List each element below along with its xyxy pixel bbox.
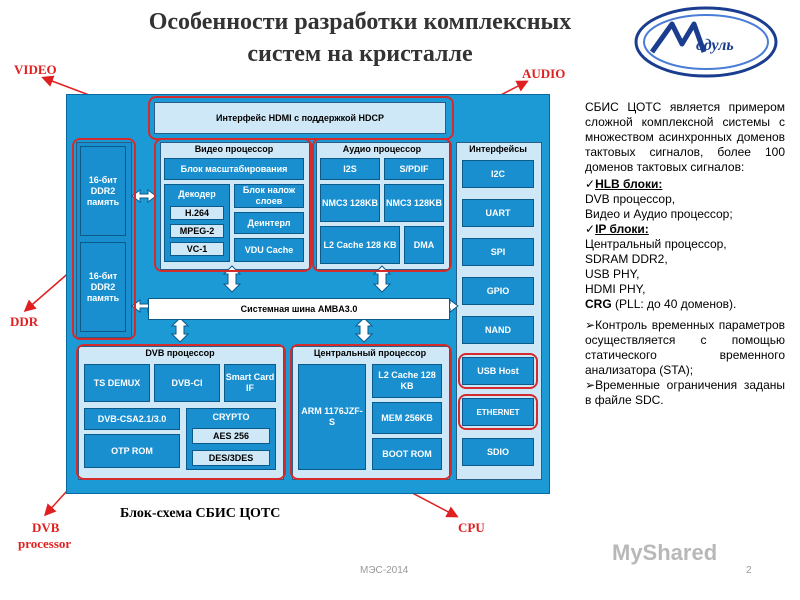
check-icon: ✓	[585, 222, 596, 236]
deinterlace-block: Деинтерл	[234, 212, 304, 234]
nand-block: NAND	[462, 316, 534, 344]
ip-item-1: Центральный процессор,	[585, 237, 727, 251]
video-label: VIDEO	[14, 62, 57, 77]
title-line-1: Особенности разработки комплексных	[148, 9, 572, 35]
crg-text: (PLL: до 40 доменов).	[615, 297, 737, 311]
highlight-ddr	[72, 138, 136, 340]
h264-block: H.264	[170, 206, 224, 220]
sdc-paragraph: Временные ограничения заданы в файле SDC…	[585, 378, 785, 407]
cpu-header: Центральный процессор	[313, 348, 427, 358]
cpu-l2-cache-block: L2 Cache 128 KB	[372, 364, 442, 398]
mpeg2-block: MPEG-2	[170, 224, 224, 238]
nmc3-block-2: NMC3 128KB	[384, 184, 444, 222]
otp-rom-block: OTP ROM	[84, 434, 180, 468]
arm-core-block: ARM 1176JZF-S	[298, 364, 366, 470]
audio-label: AUDIO	[522, 66, 566, 81]
vdu-cache-block: VDU Cache	[234, 238, 304, 262]
vc1-block: VC-1	[170, 242, 224, 256]
audio-l2-cache-block: L2 Cache 128 KB	[320, 226, 400, 264]
title-line-2: систем на кристалле	[247, 41, 473, 67]
mem-block: MEM 256KB	[372, 402, 442, 434]
company-logo: одуль	[632, 4, 780, 80]
overlay-block: Блок налож слоев	[234, 184, 304, 208]
crg-label: CRG	[585, 297, 612, 311]
hlb-item-1: DVB процессор,	[585, 192, 676, 206]
hlb-item-2: Видео и Аудио процессор;	[585, 207, 733, 221]
audio-processor-header: Аудио процессор	[342, 144, 422, 154]
dvb-processor-header: DVB процессор	[145, 348, 215, 358]
cpu-label: CPU	[458, 520, 485, 535]
uart-block: UART	[462, 199, 534, 227]
arrow-bullet-icon: ➢	[585, 318, 596, 332]
watermark: MyShared	[612, 540, 718, 565]
ip-item-3: USB PHY,	[585, 267, 640, 281]
ddr2-memory-top: 16-бит DDR2 память	[80, 146, 126, 236]
svg-text:одуль: одуль	[696, 37, 734, 54]
slide-title: Особенности разработки комплексных систе…	[60, 6, 660, 70]
footer-conference: МЭС-2014	[360, 565, 409, 576]
check-icon: ✓	[585, 177, 596, 191]
i2c-block: I2C	[462, 160, 534, 188]
smart-card-block: Smart Card IF	[224, 364, 276, 402]
interfaces-header: Интерфейсы	[469, 144, 527, 154]
dvb-csa-block: DVB-CSA2.1/3.0	[84, 408, 180, 430]
highlight-audio	[312, 138, 452, 272]
diagram-caption: Блок-схема СБИС ЦОТС	[120, 506, 281, 521]
ip-item-2: SDRAM DDR2,	[585, 252, 668, 266]
des-block: DES/3DES	[192, 450, 270, 466]
scaler-block: Блок масштабирования	[164, 158, 304, 180]
hlb-title: HLB блоки:	[595, 177, 663, 191]
intro-paragraph: СБИС ЦОТС является примером сложной комп…	[585, 100, 785, 174]
ethernet-block: ETHERNET	[462, 398, 534, 426]
usb-host-block: USB Host	[462, 357, 534, 385]
spdif-block: S/PDIF	[384, 158, 444, 180]
ddr2-memory-bottom: 16-бит DDR2 память	[80, 242, 126, 332]
highlight-cpu	[290, 344, 452, 480]
gpio-block: GPIO	[462, 277, 534, 305]
video-processor-header: Видео процессор	[194, 144, 274, 154]
dvb-processor-label: processor	[18, 536, 72, 551]
highlight-ethernet	[458, 394, 538, 430]
aes-block: AES 256	[192, 428, 270, 444]
page-number: 2	[746, 565, 752, 576]
ip-item-4: HDMI PHY,	[585, 282, 646, 296]
i2s-block: I2S	[320, 158, 380, 180]
highlight-video	[154, 138, 312, 272]
boot-rom-block: BOOT ROM	[372, 438, 442, 470]
spi-block: SPI	[462, 238, 534, 266]
dvb-ci-block: DVB-CI	[154, 364, 220, 402]
ts-demux-block: TS DEMUX	[84, 364, 150, 402]
sdio-block: SDIO	[462, 438, 534, 466]
hdmi-interface-block: Интерфейс HDMI с поддержкой HDCP	[154, 102, 446, 134]
description-text: СБИС ЦОТС является примером сложной комп…	[585, 100, 785, 408]
highlight-hdmi	[148, 96, 454, 140]
dvb-label: DVB	[32, 520, 60, 535]
arrow-bullet-icon: ➢	[585, 378, 596, 392]
dma-block: DMA	[404, 226, 444, 264]
ip-title: IP блоки:	[595, 222, 649, 236]
highlight-usb	[458, 353, 538, 389]
nmc3-block-1: NMC3 128KB	[320, 184, 380, 222]
ddr-label: DDR	[10, 314, 39, 329]
system-bus-amba: Системная шина AMBA3.0	[148, 298, 450, 320]
sta-paragraph: Контроль временных параметров осуществля…	[585, 318, 785, 377]
highlight-dvb	[76, 344, 286, 480]
